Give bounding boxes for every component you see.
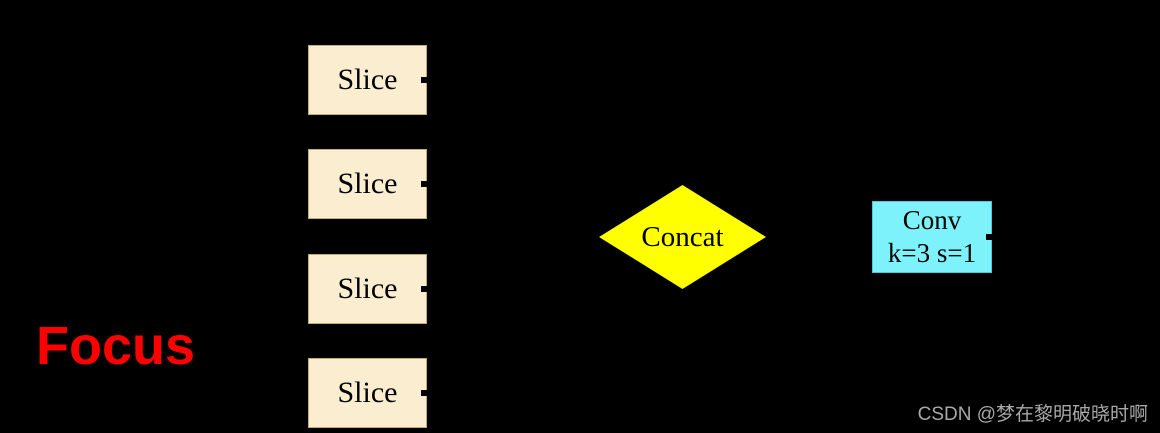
conv-node: Conv k=3 s=1 [872, 201, 993, 273]
csdn-watermark: CSDN @梦在黎明破晓时啊 [917, 404, 1148, 425]
slice-node-1: Slice [308, 45, 428, 115]
connector-stub [421, 390, 428, 396]
connector-stub [421, 181, 428, 187]
slice-node-label: Slice [337, 63, 398, 96]
connector-stub [986, 234, 993, 240]
concat-node-label: Concat [641, 220, 724, 253]
slice-node-2: Slice [308, 149, 428, 219]
slice-node-4: Slice [308, 358, 428, 428]
concat-node: Concat [599, 185, 766, 289]
slice-node-label: Slice [337, 376, 398, 409]
connector-stub [421, 77, 428, 83]
slice-node-3: Slice [308, 254, 428, 324]
slice-node-label: Slice [337, 272, 398, 305]
conv-node-label: Conv [902, 205, 962, 235]
focus-module-label: Focus [36, 316, 196, 376]
conv-node-params: k=3 s=1 [887, 238, 977, 268]
slice-node-label: Slice [337, 167, 398, 200]
connector-stub [421, 286, 428, 292]
